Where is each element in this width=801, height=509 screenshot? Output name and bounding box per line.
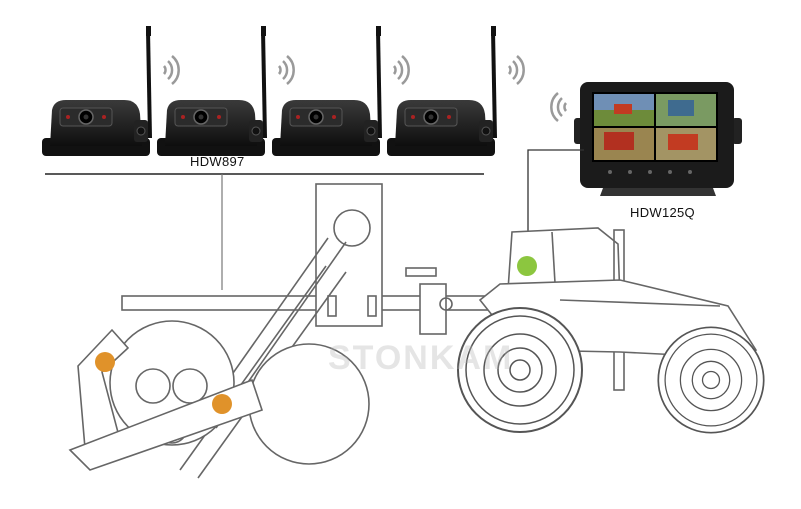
camera-4 bbox=[385, 24, 498, 158]
camera-mount-marker-front-left bbox=[95, 352, 115, 372]
wifi-signal-icon bbox=[162, 54, 180, 86]
plough-implement bbox=[68, 183, 523, 479]
wifi-signal-icon bbox=[550, 91, 568, 123]
camera-2 bbox=[155, 24, 268, 158]
wifi-signal-icon bbox=[277, 54, 295, 86]
monitor-connector-line bbox=[527, 149, 584, 265]
wifi-signal-icon bbox=[507, 54, 525, 86]
monitor-mount-marker-cab bbox=[517, 256, 537, 276]
camera-mount-marker-lower bbox=[212, 394, 232, 414]
monitor-model-label: HDW125Q bbox=[630, 205, 695, 220]
tractor-front-wheel bbox=[657, 326, 765, 434]
wifi-signal-icon bbox=[392, 54, 410, 86]
camera-model-label: HDW897 bbox=[190, 154, 245, 169]
quad-monitor bbox=[574, 82, 742, 196]
camera-3 bbox=[270, 24, 383, 158]
watermark: STONKAM bbox=[328, 339, 514, 377]
camera-1 bbox=[40, 24, 153, 158]
